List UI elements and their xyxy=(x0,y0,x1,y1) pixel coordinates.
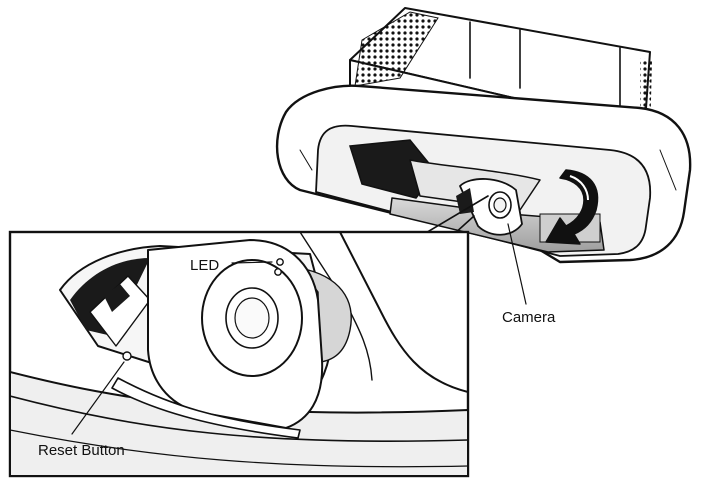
led-indicator-icon xyxy=(274,258,284,276)
led-callout: LED xyxy=(190,257,273,274)
reset-button[interactable] xyxy=(122,351,132,361)
led-label: LED xyxy=(190,257,219,274)
camera-module[interactable] xyxy=(456,178,523,236)
camera-label: Camera xyxy=(502,309,556,326)
rotation-arrow-icon xyxy=(545,169,599,245)
detail-inset xyxy=(8,230,470,478)
device-overview xyxy=(275,7,692,264)
camera-lens xyxy=(201,259,303,377)
reset-callout: Reset Button xyxy=(38,361,125,459)
camera-callout: Camera xyxy=(502,223,556,326)
reset-label: Reset Button xyxy=(38,442,125,459)
